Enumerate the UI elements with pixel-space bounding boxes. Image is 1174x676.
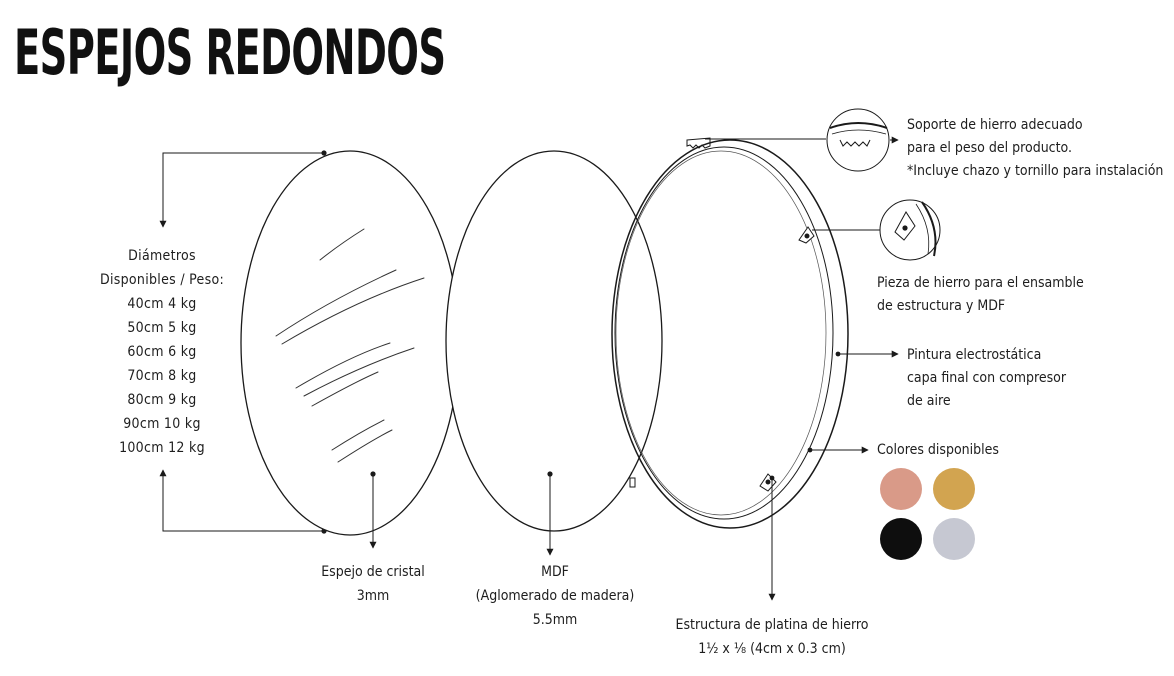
joint-label-line-1: Pieza de hierro para el ensamble bbox=[877, 275, 1084, 291]
iron-frame bbox=[611, 139, 849, 529]
mirror-label-line-2: 3mm bbox=[356, 588, 390, 604]
hanger-zoom-circle bbox=[826, 108, 890, 172]
hanger-label: Soporte de hierro adecuado para el peso … bbox=[907, 114, 1163, 183]
diameter-heading-line-2: Disponibles / Peso: bbox=[99, 272, 225, 288]
frame-label-line-1: Estructura de platina de hierro bbox=[675, 617, 869, 633]
colors-heading: Colores disponibles bbox=[877, 442, 999, 458]
diameter-row: 40cm 4 kg bbox=[127, 296, 197, 312]
color-swatch-silver[interactable] bbox=[933, 518, 975, 560]
diameter-row: 80cm 9 kg bbox=[127, 392, 197, 408]
glass-mirror bbox=[240, 150, 460, 536]
diameter-heading-line-1: Diámetros bbox=[128, 248, 196, 264]
page-title: ESPEJOS REDONDOS bbox=[14, 16, 446, 89]
diameter-row: 70cm 8 kg bbox=[127, 368, 197, 384]
joint-label-line-2: de estructura y MDF bbox=[877, 298, 1006, 314]
diameter-list: Diámetros Disponibles / Peso: 40cm 4 kg … bbox=[92, 244, 232, 460]
frame-label-line-2: 1½ x ⅛ (4cm x 0.3 cm) bbox=[698, 641, 846, 657]
paint-label-line-3: de aire bbox=[907, 393, 951, 409]
mdf-label: MDF (Aglomerado de madera) 5.5mm bbox=[455, 560, 655, 632]
joint-piece-upper bbox=[798, 226, 815, 244]
frame-label: Estructura de platina de hierro 1½ x ⅛ (… bbox=[672, 613, 872, 661]
paint-label-line-1: Pintura electrostática bbox=[907, 347, 1042, 363]
hanger-label-line-2: para el peso del producto. bbox=[907, 140, 1072, 156]
paint-label-line-2: capa final con compresor bbox=[907, 370, 1067, 386]
paint-label: Pintura electrostática capa final con co… bbox=[907, 344, 1066, 413]
mdf-label-line-3: 5.5mm bbox=[532, 612, 578, 628]
joint-label: Pieza de hierro para el ensamble de estr… bbox=[877, 272, 1084, 318]
diameter-bracket bbox=[159, 152, 324, 532]
color-swatch-rose-gold[interactable] bbox=[880, 468, 922, 510]
mdf-label-line-2: (Aglomerado de madera) bbox=[475, 588, 635, 604]
mirror-label: Espejo de cristal 3mm bbox=[298, 560, 448, 608]
hanger-label-line-1: Soporte de hierro adecuado bbox=[907, 117, 1083, 133]
bracket-dot-top bbox=[321, 150, 327, 156]
color-swatch-gold[interactable] bbox=[933, 468, 975, 510]
hanger-bracket bbox=[686, 137, 711, 149]
mdf-label-line-1: MDF bbox=[541, 564, 569, 580]
joint-piece-side bbox=[629, 477, 636, 488]
mdf-board bbox=[445, 150, 663, 532]
diameter-row: 100cm 12 kg bbox=[119, 440, 205, 456]
glass-reflection-lines bbox=[275, 228, 425, 463]
hanger-label-line-3: *Incluye chazo y tornillo para instalaci… bbox=[907, 163, 1164, 179]
diameter-row: 50cm 5 kg bbox=[127, 320, 197, 336]
diameter-row: 90cm 10 kg bbox=[123, 416, 201, 432]
mirror-label-line-1: Espejo de cristal bbox=[321, 564, 425, 580]
color-swatch-black[interactable] bbox=[880, 518, 922, 560]
diameter-row: 60cm 6 kg bbox=[127, 344, 197, 360]
joint-zoom-circle bbox=[879, 199, 941, 261]
